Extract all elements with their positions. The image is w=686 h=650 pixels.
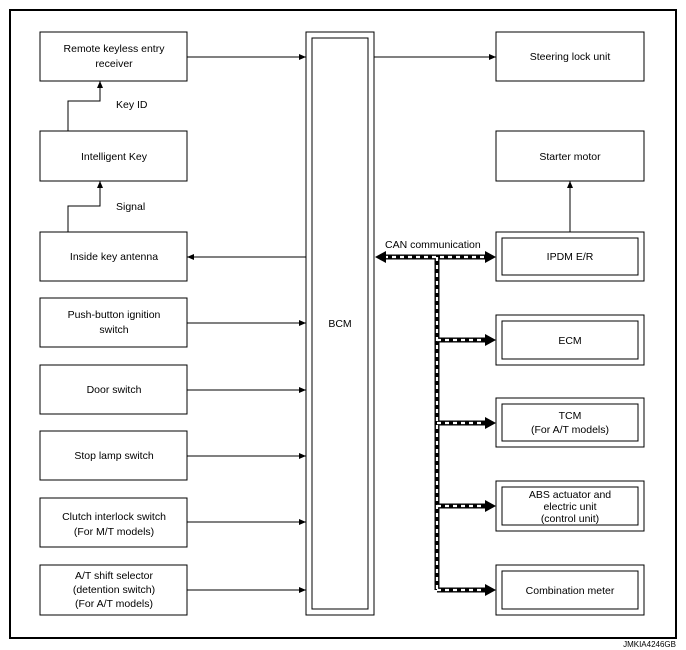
figure-id: JMKIA4246GB	[623, 640, 676, 649]
ipdm-er-label: IPDM E/R	[547, 251, 594, 263]
push-button-ignition-switch-label-line2: switch	[99, 324, 128, 336]
steering-lock-unit-box: Steering lock unit	[495, 31, 645, 82]
clutch-interlock-switch-label-line1: Clutch interlock switch	[62, 511, 166, 523]
starter-motor-label: Starter motor	[539, 151, 601, 163]
clutch-interlock-switch-label-line2: (For M/T models)	[74, 526, 154, 538]
combination-meter-box: Combination meter	[495, 564, 645, 616]
can-arrowhead-ipdm	[485, 251, 496, 263]
abs-actuator-box: ABS actuator and electric unit (control …	[495, 480, 645, 532]
can-arrowhead-bcm	[375, 251, 386, 263]
ecm-box: ECM	[495, 314, 645, 366]
can-communication-label: CAN communication	[385, 239, 481, 251]
inside-key-antenna-label: Inside key antenna	[70, 251, 158, 263]
stop-lamp-switch-label: Stop lamp switch	[74, 450, 154, 462]
can-arrowhead-abs	[485, 500, 496, 512]
remote-keyless-entry-receiver-box: Remote keyless entry receiver	[39, 31, 188, 82]
door-switch-label: Door switch	[87, 384, 142, 396]
remote-keyless-entry-receiver-label-line1: Remote keyless entry	[64, 43, 166, 55]
key-id-arrow	[67, 81, 103, 131]
tcm-label-line1: TCM	[559, 410, 582, 422]
abs-actuator-label-line1: ABS actuator and	[529, 489, 611, 501]
at-shift-selector-label-line3: (For A/T models)	[75, 598, 153, 610]
ipdm-er-box: IPDM E/R	[495, 231, 645, 282]
inside-key-antenna-box: Inside key antenna	[39, 231, 188, 282]
starter-motor-box: Starter motor	[495, 130, 645, 182]
clutch-interlock-switch-box: Clutch interlock switch (For M/T models)	[39, 497, 188, 548]
signal-label: Signal	[116, 201, 145, 213]
steering-lock-unit-label: Steering lock unit	[530, 51, 611, 63]
abs-actuator-label-line3: (control unit)	[541, 513, 599, 525]
tcm-label-line2: (For A/T models)	[531, 424, 609, 436]
ecm-label: ECM	[558, 335, 581, 347]
combination-meter-label: Combination meter	[526, 585, 615, 597]
intelligent-key-label: Intelligent Key	[81, 151, 148, 163]
push-button-ignition-switch-box: Push-button ignition switch	[39, 297, 188, 348]
tcm-box: TCM (For A/T models)	[495, 397, 645, 448]
can-bus	[375, 251, 496, 596]
abs-actuator-label-line2: electric unit	[543, 501, 596, 513]
can-arrowhead-ecm	[485, 334, 496, 346]
door-switch-box: Door switch	[39, 364, 188, 415]
signal-arrow	[67, 181, 103, 232]
bcm-box: BCM	[305, 31, 375, 616]
can-arrowhead-meter	[485, 584, 496, 596]
key-id-label: Key ID	[116, 99, 148, 111]
intelligent-key-box: Intelligent Key	[39, 130, 188, 182]
stop-lamp-switch-box: Stop lamp switch	[39, 430, 188, 481]
at-shift-selector-label-line2: (detention switch)	[73, 584, 155, 596]
remote-keyless-entry-receiver-label-line2: receiver	[95, 58, 133, 70]
bcm-label: BCM	[328, 318, 351, 330]
push-button-ignition-switch-label-line1: Push-button ignition	[68, 309, 161, 321]
can-arrowhead-tcm	[485, 417, 496, 429]
at-shift-selector-label-line1: A/T shift selector	[75, 570, 154, 582]
diagram-frame	[9, 9, 677, 639]
at-shift-selector-box: A/T shift selector (detention switch) (F…	[39, 564, 188, 616]
